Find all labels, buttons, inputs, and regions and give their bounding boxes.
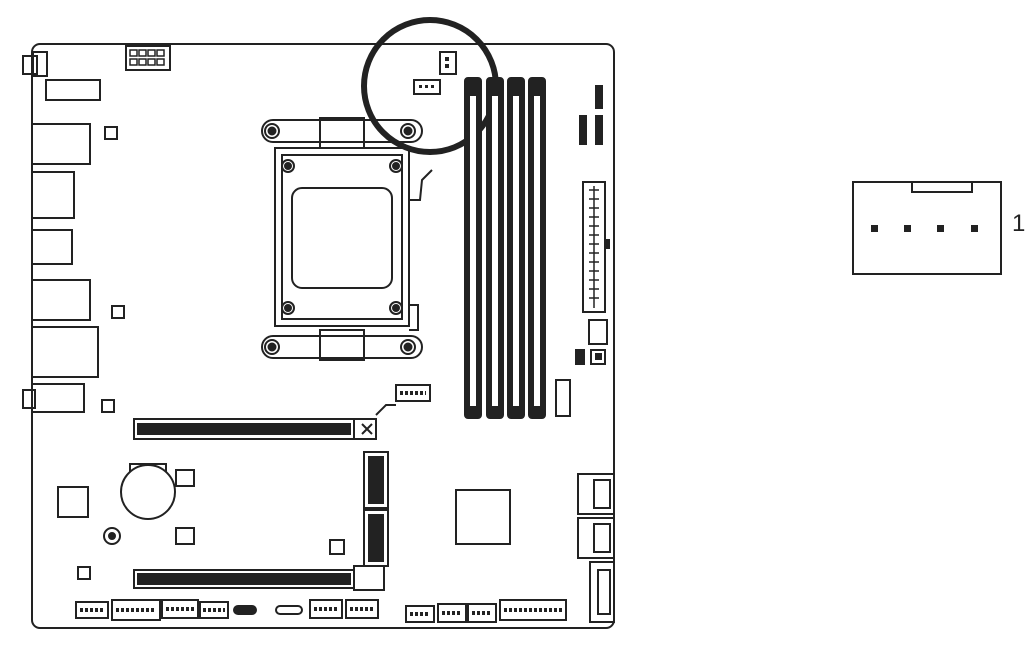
bottom-headers (75, 599, 567, 623)
usb-header (395, 384, 431, 402)
small-connector (579, 115, 587, 145)
bottom-header (499, 599, 567, 621)
rear-io-bottom-clip (22, 389, 36, 409)
bottom-header (199, 601, 229, 619)
fan-header-detail (852, 181, 1002, 275)
cpu-power-connector (125, 45, 171, 71)
bottom-header (233, 605, 257, 615)
fan-header-vertical (439, 51, 457, 75)
rear-io-port-2 (31, 123, 91, 165)
bottom-header (345, 599, 379, 619)
pin-1-label: 1 (1012, 210, 1026, 237)
mount-hole (108, 532, 116, 540)
small-connector (595, 353, 602, 360)
bottom-header (111, 599, 161, 621)
small-connector (590, 349, 606, 365)
bottom-header (75, 601, 109, 619)
m2-slot-top (363, 451, 389, 509)
mount-hole (103, 527, 121, 545)
small-component (111, 305, 125, 319)
bottom-header (161, 599, 199, 619)
chip (57, 486, 89, 518)
dimm-slots (464, 77, 546, 419)
small-component (175, 527, 195, 545)
small-connector (595, 85, 603, 109)
pin (904, 225, 911, 232)
pcie-x4-slot (133, 565, 385, 591)
atx-power-connector (582, 181, 610, 313)
small-connector (595, 115, 603, 145)
bottom-header (405, 605, 435, 623)
bottom-header (467, 603, 497, 623)
chipset (455, 489, 511, 545)
small-connector (575, 349, 585, 365)
rear-io-port-3 (31, 171, 75, 219)
rear-io-port-5 (31, 279, 91, 321)
cpu-socket-icon (261, 117, 433, 361)
rear-io-panel (22, 51, 101, 413)
small-component (175, 469, 195, 487)
rear-io-top-clip (22, 55, 38, 75)
rear-io-port-6 (31, 326, 99, 378)
fan-header-horizontal (413, 79, 441, 95)
small-component (77, 566, 91, 580)
small-header (588, 319, 608, 345)
pin (937, 225, 944, 232)
rear-io-port-4 (31, 229, 73, 265)
pin (871, 225, 878, 232)
small-component (329, 539, 345, 555)
pin (971, 225, 978, 232)
bottom-header (275, 605, 303, 615)
bottom-header (437, 603, 467, 623)
sata-ports (577, 473, 615, 623)
m2-connector (555, 379, 571, 417)
small-component (101, 399, 115, 413)
rear-io-top-block (32, 51, 48, 77)
small-component (104, 126, 118, 140)
rear-io-port-1 (45, 79, 101, 101)
pcie-x16-slot (133, 404, 396, 440)
rear-io-bottom-block (31, 383, 85, 413)
bottom-header (309, 599, 343, 619)
